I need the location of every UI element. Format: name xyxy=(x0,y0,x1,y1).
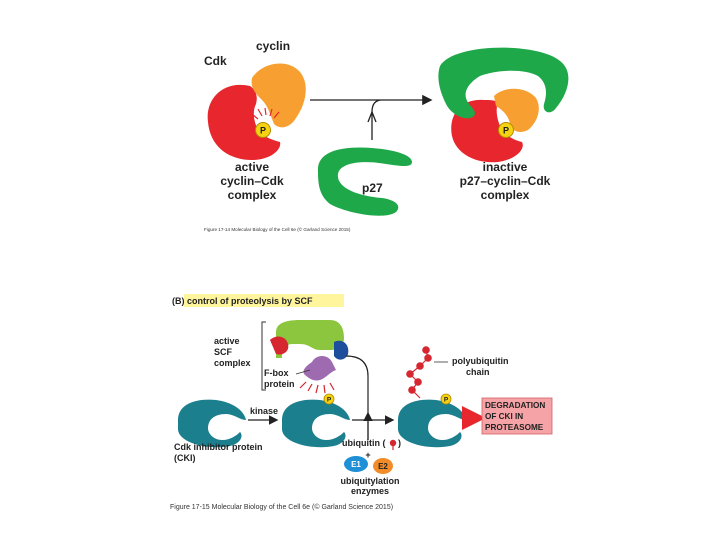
phosphate-label-cki3: P xyxy=(444,397,449,404)
figure-caption-a: Figure 17-14 Molecular Biology of the Ce… xyxy=(204,226,351,232)
inactive-label-line2: p27–cyclin–Cdk xyxy=(460,174,551,188)
fbox-spark-lines xyxy=(299,381,335,394)
degradation-line2: OF CKI IN xyxy=(485,412,523,421)
inactive-label-line3: complex xyxy=(481,188,530,202)
scf-label-line1: active xyxy=(214,336,240,346)
phosphorylation-spark-lines xyxy=(251,107,280,120)
cki-label-line2: (CKI) xyxy=(174,453,196,463)
ubiquitin-close: ) xyxy=(398,438,401,448)
cki-shape-1 xyxy=(178,399,246,448)
fbox-label-line2: protein xyxy=(264,379,295,389)
cki-shape-2 xyxy=(282,399,350,448)
phosphate-label-inactive: P xyxy=(503,126,509,136)
cyclin-label: cyclin xyxy=(256,39,290,53)
p27-entry-arrowhead xyxy=(367,110,377,123)
polyub-label-line2: chain xyxy=(466,367,490,377)
polyub-label-line1: polyubiquitin xyxy=(452,356,509,366)
kinase-label: kinase xyxy=(250,406,278,416)
scf-label-line3: complex xyxy=(214,358,251,368)
phosphate-label-cki2: P xyxy=(327,397,332,404)
plus-sign: + xyxy=(365,450,370,460)
scf-bracket xyxy=(261,321,266,391)
e1-label: E1 xyxy=(351,460,361,469)
fbox-pointer-line xyxy=(295,369,311,375)
active-label-line1: active xyxy=(235,160,269,174)
degradation-box xyxy=(481,397,553,435)
panel-b-title: control of proteolysis by SCF xyxy=(187,296,313,306)
p27-shape-bound xyxy=(438,47,569,119)
phosphate-label-active: P xyxy=(260,126,266,136)
inactive-label-line1: inactive xyxy=(483,160,528,174)
figure-caption-b: Figure 17-15 Molecular Biology of the Ce… xyxy=(170,503,393,511)
e2-enzyme xyxy=(373,458,393,474)
phosphate-circle-active xyxy=(255,122,271,138)
polyubiquitin-chain xyxy=(406,346,432,399)
scf-lime-subunit xyxy=(276,320,344,358)
e1-enzyme xyxy=(344,456,368,472)
fbox-protein-shape xyxy=(303,356,336,381)
active-label-line2: cyclin–Cdk xyxy=(220,174,284,188)
cyclin-shape-active xyxy=(251,63,306,128)
scf-blue-subunit xyxy=(334,340,349,360)
scf-label-line2: SCF xyxy=(214,347,233,357)
enzymes-label-line1: ubiquitylation xyxy=(341,476,400,486)
scf-to-reaction-arrow xyxy=(345,355,369,440)
active-label-line3: complex xyxy=(228,188,277,202)
p27-shape-free xyxy=(317,147,412,216)
enzymes-label-line2: enzymes xyxy=(351,486,389,496)
fbox-label-line1: F-box xyxy=(264,368,289,378)
p27-label: p27 xyxy=(362,181,383,195)
title-highlight xyxy=(184,294,344,307)
cdk-label: Cdk xyxy=(204,54,227,68)
cki-label-line1: Cdk inhibitor protein xyxy=(174,442,263,452)
cyclin-shape-inactive xyxy=(494,88,539,132)
cki-shape-3 xyxy=(398,399,466,448)
reaction-arrow xyxy=(310,99,383,140)
degradation-line3: PROTEASOME xyxy=(485,423,544,432)
phosphate-circle-inactive xyxy=(498,122,514,138)
ubiquitin-label: ubiquitin ( xyxy=(342,438,385,448)
panel-letter-b: (B) xyxy=(172,296,185,306)
phosphate-circle-cki3 xyxy=(440,393,452,405)
degradation-line1: DEGRADATION xyxy=(485,401,545,410)
cdk-shape-active xyxy=(207,84,281,160)
scf-red-subunit xyxy=(270,336,289,355)
e2-label: E2 xyxy=(378,462,388,471)
ubiquitin-icon xyxy=(389,439,397,447)
phosphate-circle-cki2 xyxy=(323,393,335,405)
